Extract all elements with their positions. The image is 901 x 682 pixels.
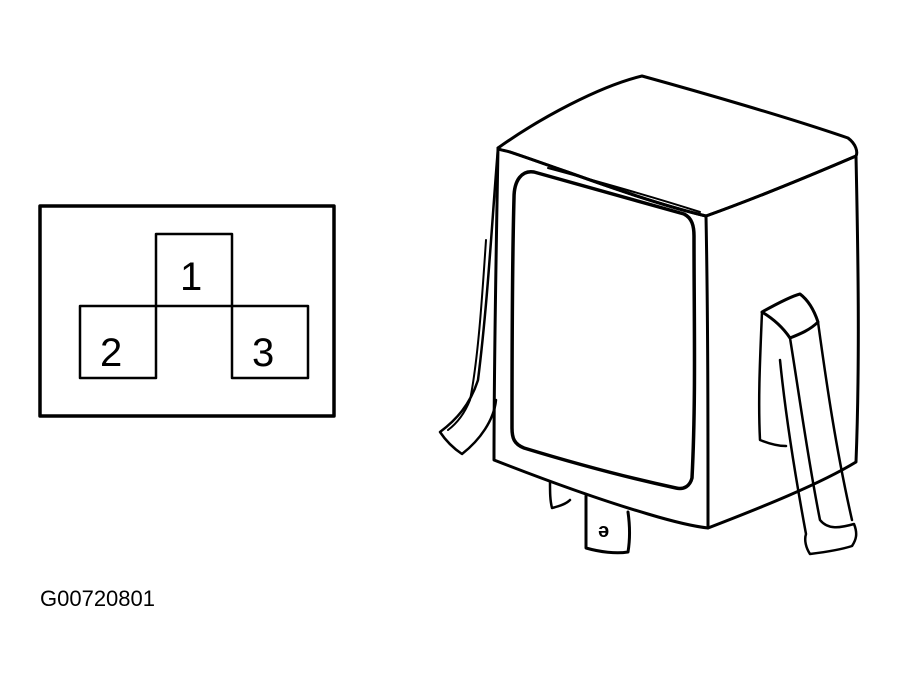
relay-side-face bbox=[704, 154, 860, 530]
pin-1-label: 1 bbox=[180, 255, 202, 299]
relay-terminal-tab bbox=[584, 494, 631, 555]
pin-2-label: 2 bbox=[100, 331, 122, 375]
pin-1-cavity bbox=[154, 232, 234, 308]
relay-top-face bbox=[496, 74, 859, 218]
relay-illustration bbox=[438, 74, 860, 556]
relay-front-face bbox=[492, 146, 710, 530]
pin-3-cavity bbox=[230, 304, 310, 380]
relay-front-panel bbox=[510, 170, 697, 491]
pin-2-cavity bbox=[78, 304, 158, 380]
relay-right-bracket-back bbox=[757, 310, 788, 448]
relay-left-strap-edge bbox=[447, 239, 487, 431]
connector-face-view bbox=[38, 204, 336, 418]
relay-terminal-tab-rear bbox=[548, 480, 572, 510]
relay-right-bracket-arm bbox=[778, 320, 858, 556]
figure-id: G00720801 bbox=[40, 586, 155, 611]
pin-3-label: 3 bbox=[252, 331, 274, 375]
relay-right-bracket bbox=[760, 292, 820, 340]
relay-terminal-mark: ə bbox=[598, 520, 609, 542]
relay-left-strap bbox=[438, 146, 500, 456]
connector-outline bbox=[38, 204, 336, 418]
